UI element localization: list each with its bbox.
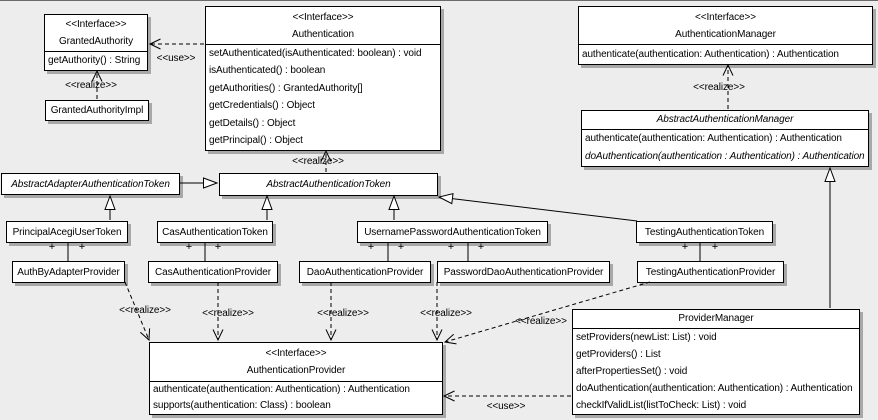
method: getAuthorities() : GrantedAuthority[] — [209, 82, 363, 94]
class-cas-authentication-token[interactable]: CasAuthenticationToken — [157, 221, 273, 243]
method: doAuthentication(authentication: Authent… — [576, 382, 853, 394]
class-name: AuthenticationManager — [675, 28, 776, 40]
class-name: DaoAuthenticationProvider — [306, 266, 424, 278]
class-dao-authentication-provider[interactable]: DaoAuthenticationProvider — [299, 261, 431, 283]
class-name: TestingAuthenticationToken — [644, 226, 765, 238]
multiplicity-plus: + — [78, 241, 86, 253]
class-header: AbstractAuthenticationManager — [582, 111, 868, 130]
class-auth-by-adapter-provider[interactable]: AuthByAdapterProvider — [12, 261, 125, 283]
method: afterPropertiesSet() : void — [576, 365, 688, 377]
class-authentication-provider[interactable]: <<Interface>> AuthenticationProvider aut… — [149, 342, 443, 415]
edge-gen-testingauthenticationtoken — [437, 193, 638, 222]
class-password-dao-authentication-provider[interactable]: PasswordDaoAuthenticationProvider — [437, 261, 610, 283]
class-header: <<Interface>> GrantedAuthority — [45, 15, 147, 52]
class-cas-authentication-provider[interactable]: CasAuthenticationProvider — [148, 261, 278, 283]
edge-label-realize-passworddaoprovider: <<realize>> — [420, 308, 472, 319]
class-name: GrantedAuthorityImpl — [50, 105, 144, 116]
class-header: <<Interface>> Authentication — [206, 7, 440, 45]
method-compartment: authenticate(authentication: Authenticat… — [579, 45, 872, 64]
edge-label-realize-testingprovider: <<realize>> — [515, 316, 567, 327]
class-testing-authentication-provider[interactable]: TestingAuthenticationProvider — [637, 261, 784, 283]
method-compartment: setProviders(newList: List) : void getPr… — [573, 329, 859, 414]
class-testing-authentication-token[interactable]: TestingAuthenticationToken — [636, 221, 773, 243]
edge-label-use-grantedauthority: <<use>> — [156, 53, 196, 64]
edge-label-realize-abstracttoken: <<realize>> — [292, 156, 344, 167]
class-name: AuthByAdapterProvider — [17, 266, 120, 278]
edge-label-realize-daoprovider: <<realize>> — [317, 308, 369, 319]
class-name: PrincipalAcegiUserToken — [12, 226, 122, 238]
class-abstract-authentication-manager[interactable]: AbstractAuthenticationManager authentica… — [581, 110, 869, 167]
class-username-password-authentication-token[interactable]: UsernamePasswordAuthenticationToken — [357, 221, 548, 243]
multiplicity-plus: + — [477, 241, 485, 253]
class-granted-authority-impl[interactable]: GrantedAuthorityImpl — [45, 100, 149, 121]
class-header: <<Interface>> AuthenticationManager — [579, 7, 872, 45]
class-name: UsernamePasswordAuthenticationToken — [364, 226, 541, 238]
method: getProviders() : List — [576, 348, 661, 360]
stereotype: <<Interface>> — [695, 11, 756, 23]
method-compartment: authenticate(authentication: Authenticat… — [150, 382, 442, 414]
class-principal-acegi-user-token[interactable]: PrincipalAcegiUserToken — [6, 221, 128, 243]
class-name: GrantedAuthority — [59, 36, 133, 47]
class-granted-authority[interactable]: <<Interface>> GrantedAuthority getAuthor… — [44, 14, 148, 71]
multiplicity-plus: + — [185, 241, 193, 253]
edge-label-realize-abstractmanager: <<realize>> — [693, 82, 745, 93]
class-name: PasswordDaoAuthenticationProvider — [443, 266, 604, 278]
class-authentication-manager[interactable]: <<Interface>> AuthenticationManager auth… — [578, 6, 873, 65]
class-provider-manager[interactable]: ProviderManager setProviders(newList: Li… — [572, 309, 860, 415]
method: getDetails() : Object — [209, 117, 296, 129]
method: setAuthenticated(isAuthenticated: boolea… — [209, 47, 422, 59]
edge-label-realize-casprovider: <<realize>> — [202, 308, 254, 319]
method-compartment: setAuthenticated(isAuthenticated: boolea… — [206, 45, 440, 150]
method: authenticate(authentication: Authenticat… — [582, 48, 839, 60]
method: getAuthority() : String — [48, 55, 141, 66]
class-name: AbstractAuthenticationManager — [656, 114, 794, 125]
stereotype: <<Interface>> — [265, 348, 327, 359]
method-compartment: authenticate(authentication: Authenticat… — [582, 130, 868, 166]
stereotype: <<Interface>> — [65, 19, 127, 30]
method: setProviders(newList: List) : void — [576, 331, 717, 343]
multiplicity-plus: + — [447, 241, 455, 253]
class-abstract-adapter-authentication-token[interactable]: AbstractAdapterAuthenticationToken — [1, 173, 180, 195]
method: isAuthenticated() : boolean — [209, 65, 326, 77]
multiplicity-plus: + — [711, 241, 719, 253]
class-name: CasAuthenticationToken — [162, 226, 268, 238]
class-abstract-authentication-token[interactable]: AbstractAuthenticationToken — [219, 173, 438, 196]
edge-label-use-providermanager: <<use>> — [486, 401, 526, 412]
method: getPrincipal() : Object — [209, 135, 303, 147]
method: doAuthentication(authentication : Authen… — [585, 151, 865, 162]
multiplicity-plus: + — [681, 241, 689, 253]
method: supports(authentication: Class) : boolea… — [153, 400, 331, 411]
multiplicity-plus: + — [367, 241, 375, 253]
edge-label-realize-authbyadapter: <<realize>> — [119, 305, 171, 316]
class-authentication[interactable]: <<Interface>> Authentication setAuthenti… — [205, 6, 441, 151]
class-name: AbstractAdapterAuthenticationToken — [11, 178, 170, 190]
multiplicity-plus: + — [397, 241, 405, 253]
class-header: ProviderManager — [573, 310, 859, 329]
method-compartment: getAuthority() : String — [45, 52, 147, 70]
multiplicity-plus: + — [214, 241, 222, 253]
method: authenticate(authentication: Authenticat… — [585, 133, 842, 144]
class-name: CasAuthenticationProvider — [155, 266, 271, 278]
class-name: AbstractAuthenticationToken — [266, 179, 391, 190]
stereotype: <<Interface>> — [292, 11, 354, 23]
multiplicity-plus: + — [48, 241, 56, 253]
class-header: <<Interface>> AuthenticationProvider — [150, 343, 442, 382]
method: getCredentials() : Object — [209, 100, 315, 112]
method: authenticate(authentication: Authenticat… — [153, 384, 410, 395]
edge-label-realize-grantedauthorityimpl: <<realize>> — [65, 80, 117, 91]
class-name: Authentication — [292, 28, 354, 40]
method: checkIfValidList(listToCheck: List) : vo… — [576, 399, 747, 411]
class-name: TestingAuthenticationProvider — [645, 266, 776, 278]
class-name: ProviderManager — [678, 313, 754, 324]
class-name: AuthenticationProvider — [246, 365, 346, 376]
